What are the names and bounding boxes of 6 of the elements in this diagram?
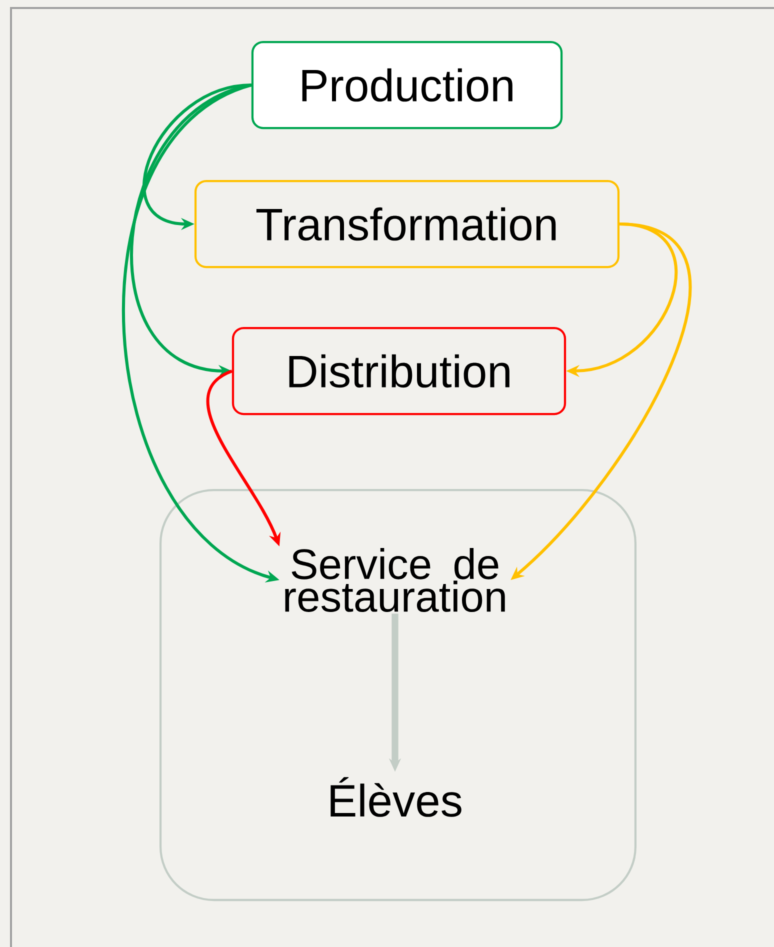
group-box [159,488,637,902]
stage-label: Élèves [330,777,462,817]
stage-label: Service de restauration [285,548,505,612]
process-box: Distribution [232,326,566,416]
process-box: Production [251,40,563,130]
process-box: Transformation [194,180,620,268]
